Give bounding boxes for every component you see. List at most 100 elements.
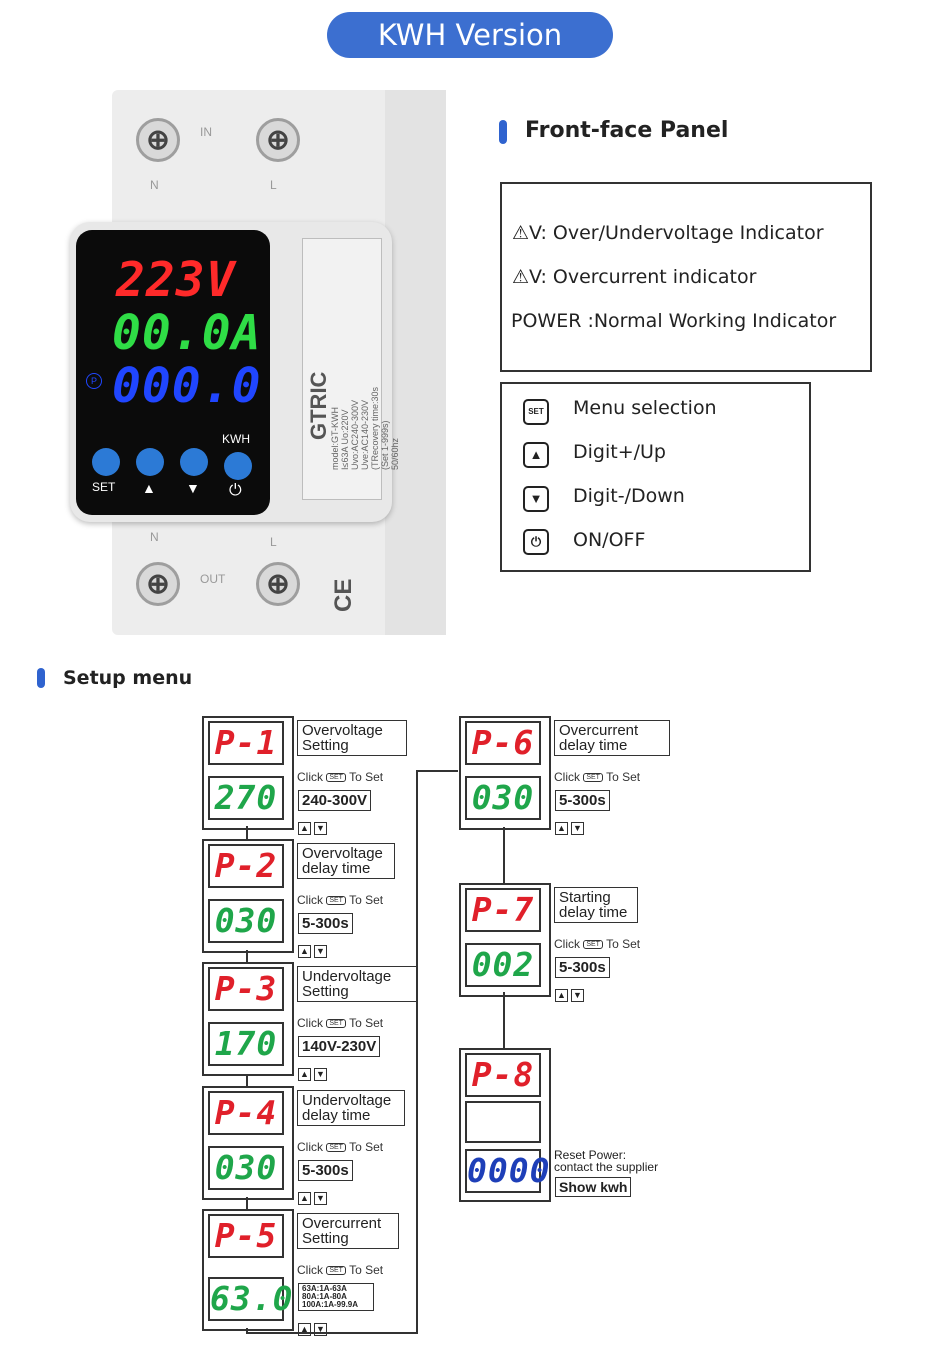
section-marker xyxy=(37,668,45,688)
power-icon: ⏻ xyxy=(523,529,549,555)
version-badge: KWH Version xyxy=(327,12,613,58)
step-code: P-4 xyxy=(208,1091,284,1135)
up-arrow-icon: ▲ xyxy=(298,822,311,835)
down-arrow-icon: ▼ xyxy=(314,1323,327,1336)
spec-line: (TRecovery time:30s xyxy=(370,386,380,470)
power-symbol-icon: ⏻ xyxy=(229,482,242,499)
set-button[interactable] xyxy=(92,448,120,476)
step-desc: Overcurrent delay time xyxy=(554,720,670,756)
flow-line xyxy=(246,826,248,840)
flow-line xyxy=(416,770,418,1334)
flow-line xyxy=(503,827,505,883)
up-icon: ▲ xyxy=(523,442,549,468)
down-button[interactable] xyxy=(180,448,208,476)
up-arrow-icon: ▲ xyxy=(555,822,568,835)
current-readout: 00.0A xyxy=(112,305,262,361)
step-code: P-7 xyxy=(465,888,541,932)
down-arrow-icon: ▼ xyxy=(314,822,327,835)
n-label-top: N xyxy=(150,178,159,192)
up-arrow-icon: ▲ xyxy=(555,989,568,1002)
step-arrows: ▲▼ xyxy=(298,818,330,836)
down-arrow-icon: ▼ xyxy=(186,480,200,496)
l-label-bottom: L xyxy=(270,535,277,549)
power-indicator-icon: P xyxy=(86,373,102,389)
step-arrows: ▲▼ xyxy=(298,1188,330,1206)
step-range: 5-300s xyxy=(298,913,353,934)
step-click-hint: Click SET To Set xyxy=(297,893,384,907)
up-arrow-icon: ▲ xyxy=(298,945,311,958)
up-button[interactable] xyxy=(136,448,164,476)
step-code: P-5 xyxy=(208,1214,284,1258)
power-readout: 000.0 xyxy=(112,358,262,414)
set-key-icon: SET xyxy=(326,1266,346,1276)
indicator-line-1: ⚠V: Over/Undervoltage Indicator xyxy=(512,222,824,244)
step-arrows: ▲▼ xyxy=(298,1319,330,1337)
step-range: 5-300s xyxy=(555,957,610,978)
step-desc: Undervoltage Setting xyxy=(297,966,417,1002)
step-value: 002 xyxy=(465,943,541,987)
spec-line: (Set 1-999s) xyxy=(380,420,390,470)
screw-icon: ⊕ xyxy=(256,562,300,606)
flow-line xyxy=(246,1197,248,1209)
power-legend-label: ON/OFF xyxy=(573,529,646,551)
power-button[interactable] xyxy=(224,452,252,480)
set-key-icon: SET xyxy=(583,940,603,950)
brand-logo: GTRIC xyxy=(306,371,331,440)
step-value: 270 xyxy=(208,776,284,820)
step-blank-display xyxy=(465,1101,541,1143)
buttons-legend-box xyxy=(500,382,811,572)
step-code: P-6 xyxy=(465,721,541,765)
up-arrow-icon: ▲ xyxy=(298,1192,311,1205)
step-arrows: ▲▼ xyxy=(555,818,587,836)
set-icon: SET xyxy=(523,399,549,425)
set-key-icon: SET xyxy=(326,1019,346,1029)
set-key-icon: SET xyxy=(326,896,346,906)
step-desc: Overvoltage Setting xyxy=(297,720,407,756)
step-value: 030 xyxy=(208,1146,284,1190)
front-panel-title: Front-face Panel xyxy=(525,118,729,143)
n-label-bottom: N xyxy=(150,530,159,544)
step-click-hint: Click SET To Set xyxy=(297,1140,384,1154)
down-icon: ▼ xyxy=(523,486,549,512)
down-arrow-icon: ▼ xyxy=(571,822,584,835)
step-value: 170 xyxy=(208,1022,284,1066)
down-arrow-icon: ▼ xyxy=(314,1068,327,1081)
step-range: 240-300V xyxy=(298,790,372,811)
step-range: Show kwh xyxy=(555,1177,632,1197)
step-desc: Undervoltage delay time xyxy=(297,1090,405,1126)
step-click-hint: Click SET To Set xyxy=(297,1263,384,1277)
step-value: 0000 xyxy=(465,1149,549,1193)
set-key-icon: SET xyxy=(326,1143,346,1153)
step-arrows: ▲▼ xyxy=(298,1064,330,1082)
step-click-hint: Click SET To Set xyxy=(297,770,384,784)
device-side xyxy=(385,90,446,635)
step-range: 5-300s xyxy=(555,790,610,811)
section-marker xyxy=(499,120,507,144)
set-legend-label: Menu selection xyxy=(573,397,717,419)
flow-line xyxy=(246,1332,418,1334)
down-legend-label: Digit-/Down xyxy=(573,485,685,507)
down-arrow-icon: ▼ xyxy=(314,945,327,958)
step-desc: Starting delay time xyxy=(554,887,638,923)
set-key-icon: SET xyxy=(583,773,603,783)
spec-label-panel xyxy=(302,238,382,500)
set-label: SET xyxy=(92,480,116,494)
flow-line xyxy=(503,992,505,1048)
up-arrow-icon: ▲ xyxy=(298,1068,311,1081)
set-key-icon: SET xyxy=(326,773,346,783)
step-range: 140V-230V xyxy=(298,1036,381,1057)
step-arrows: ▲▼ xyxy=(298,941,330,959)
flow-line xyxy=(246,950,248,962)
step-code: P-1 xyxy=(208,721,284,765)
down-arrow-icon: ▼ xyxy=(571,989,584,1002)
in-label: IN xyxy=(200,125,212,139)
spec-line: Uvo:AC240-300V xyxy=(350,399,360,470)
step-click-hint: Click SET To Set xyxy=(297,1016,384,1030)
setup-menu-title: Setup menu xyxy=(63,667,193,689)
flow-line xyxy=(416,770,458,772)
step-desc: Overvoltage delay time xyxy=(297,843,395,879)
indicator-line-2: ⚠V: Overcurrent indicator xyxy=(512,266,757,288)
step-code: P-8 xyxy=(465,1053,541,1097)
step-value: 030 xyxy=(465,776,541,820)
